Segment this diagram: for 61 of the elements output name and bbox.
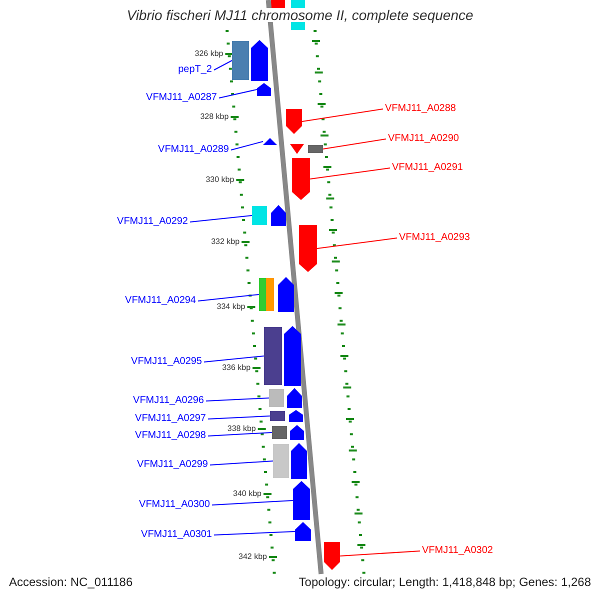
leader-line xyxy=(208,432,272,436)
gene-feature xyxy=(299,225,317,272)
gene-label: VFMJ11_A0300 xyxy=(139,500,210,510)
tick-label: 326 kbp xyxy=(194,50,224,58)
gene-feature xyxy=(257,83,271,96)
tick-label: 328 kbp xyxy=(200,113,229,121)
gene-feature xyxy=(290,144,323,154)
gene-label: VFMJ11_A0292 xyxy=(117,217,188,227)
gene-feature xyxy=(264,326,301,386)
gene-feature xyxy=(295,522,311,541)
gene-label: VFMJ11_A0293 xyxy=(399,233,470,243)
tick-label: 342 kbp xyxy=(238,553,267,561)
gene-label: VFMJ11_A0295 xyxy=(131,357,202,367)
leader-line xyxy=(310,168,390,180)
gene-feature xyxy=(259,277,294,312)
gene-label: VFMJ11_A0291 xyxy=(392,163,463,173)
leader-line xyxy=(214,60,232,70)
gene-label: pepT_2 xyxy=(178,65,212,75)
leader-line xyxy=(218,89,258,98)
leader-line xyxy=(322,138,386,150)
gene-label: VFMJ11_A0296 xyxy=(133,396,204,406)
gene-label: VFMJ11_A0290 xyxy=(388,134,459,144)
leader-line xyxy=(198,294,260,302)
tick-label: 338 kbp xyxy=(227,425,256,433)
gene-feature xyxy=(292,158,310,200)
gene-feature xyxy=(286,109,302,134)
gene-label: VFMJ11_A0299 xyxy=(137,460,208,470)
gene-label: VFMJ11_A0288 xyxy=(385,104,456,114)
gene-feature xyxy=(273,443,307,479)
tick-label: 340 kbp xyxy=(233,490,262,498)
tick-label: 332 kbp xyxy=(211,238,240,246)
tick-label: 330 kbp xyxy=(206,176,234,184)
tick-label: 336 kbp xyxy=(222,364,251,372)
gene-feature xyxy=(293,481,310,520)
leader-line xyxy=(208,416,270,420)
footer-text: Accession: NC_011186 xyxy=(9,576,133,588)
gene-feature xyxy=(270,410,303,422)
gene-label: VFMJ11_A0289 xyxy=(158,145,229,155)
leader-line xyxy=(212,500,294,506)
leader-line xyxy=(340,550,420,556)
gene-feature xyxy=(252,205,286,226)
gene-label: VFMJ11_A0302 xyxy=(422,546,493,556)
gene-label: VFMJ11_A0301 xyxy=(141,530,212,540)
leader-line xyxy=(214,531,296,536)
leader-line xyxy=(316,238,398,249)
gene-label: VFMJ11_A0287 xyxy=(146,93,217,103)
gene-label: VFMJ11_A0294 xyxy=(125,296,196,306)
gene-feature xyxy=(232,40,268,81)
gene-feature xyxy=(269,388,302,408)
leader-line xyxy=(190,215,252,222)
gene-feature xyxy=(263,138,277,145)
leader-line xyxy=(204,356,264,362)
leader-line xyxy=(206,398,270,402)
leader-line xyxy=(302,108,384,122)
tick-label: 334 kbp xyxy=(216,303,246,311)
footer-text: Topology: circular; Length: 1,418,848 bp; Genes: 1,268 xyxy=(298,576,591,588)
leader-line xyxy=(230,141,264,150)
gene-label: VFMJ11_A0298 xyxy=(135,431,206,441)
gene-label: VFMJ11_A0297 xyxy=(135,414,206,424)
gene-feature xyxy=(324,542,340,570)
gene-feature xyxy=(272,425,304,440)
